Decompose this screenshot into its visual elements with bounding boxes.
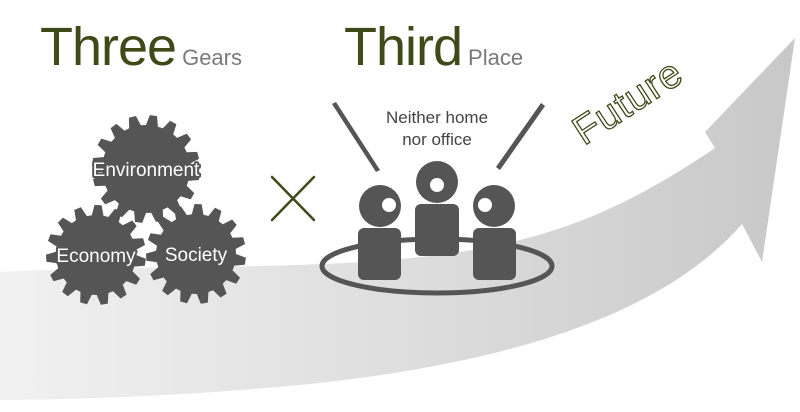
person-icon	[358, 185, 401, 280]
gear-icon	[146, 204, 246, 304]
heading-gears: Gears	[182, 45, 242, 70]
gear-shape	[46, 205, 146, 305]
heading-place: Place	[468, 45, 524, 70]
gear-icon	[92, 115, 200, 223]
person-icon	[473, 185, 516, 280]
future-arrow-icon	[0, 38, 795, 400]
third-place-caption: Neither home nor office	[362, 107, 512, 151]
future-label: Future	[565, 50, 691, 153]
gear-label-economy: Economy	[56, 246, 136, 267]
gear-label-environment: Environment	[93, 160, 200, 181]
heading-third: Third	[344, 17, 463, 77]
person-icon	[415, 161, 459, 256]
heading-three: Three	[40, 17, 177, 77]
gear-icon	[46, 205, 146, 305]
caption-line-1: Neither home	[385, 108, 489, 127]
caption-line-2: nor office	[402, 130, 472, 149]
gear-label-society: Society	[165, 245, 228, 266]
speech-lines-icon	[332, 102, 545, 172]
multiply-icon	[270, 175, 316, 222]
gear-shape	[146, 204, 246, 304]
gear-shape	[92, 115, 200, 223]
